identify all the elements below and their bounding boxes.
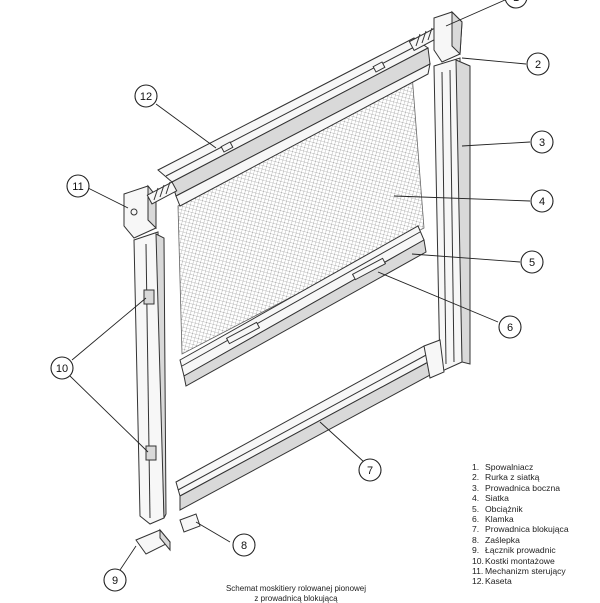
callout-5-number: 5 (529, 257, 535, 269)
callout-7: 7 (359, 459, 381, 481)
callout-7-number: 7 (367, 465, 373, 477)
callout-4: 4 (531, 190, 553, 212)
legend-item-label: Prowadnica boczna (485, 483, 560, 493)
legend-item-label: Zaślepka (485, 535, 520, 545)
legend-item-label: Kaseta (485, 576, 512, 586)
caption-line-1: Schemat moskitiery rolowanej pionowej (196, 584, 396, 594)
legend-item: 7.Prowadnica blokująca (472, 524, 600, 534)
legend-item: 4.Siatka (472, 493, 600, 503)
legend-item-label: Rurka z siatką (485, 472, 539, 482)
legend-item: 12.Kaseta (472, 576, 600, 586)
right-end-cap (434, 12, 462, 62)
callout-6: 6 (499, 316, 521, 338)
legend-item: 11.Mechanizm sterujący (472, 566, 600, 576)
legend-item: 1.Spowalniacz (472, 462, 600, 472)
callout-11: 11 (67, 175, 89, 197)
legend-item: 2.Rurka z siatką (472, 472, 600, 482)
legend-item-label: Prowadnica blokująca (485, 524, 569, 534)
guide-connector (136, 530, 170, 554)
legend-item-label: Klamka (485, 514, 514, 524)
control-mechanism (124, 182, 177, 238)
callout-11-number: 11 (72, 181, 83, 193)
callout-6-number: 6 (507, 322, 513, 334)
legend-item: 5.Obciążnik (472, 504, 600, 514)
legend-item: 8.Zaślepka (472, 535, 600, 545)
legend-item-label: Siatka (485, 493, 509, 503)
callout-3-number: 3 (539, 137, 545, 149)
diagram-caption: Schemat moskitiery rolowanej pionowej z … (196, 584, 396, 603)
legend-item-label: Kostki montażowe (485, 556, 555, 566)
legend-item: 10.Kostki montażowe (472, 556, 600, 566)
callout-9-number: 9 (112, 575, 118, 587)
left-side-guide (134, 232, 166, 524)
callout-12-number: 12 (140, 91, 152, 103)
legend-item-label: Obciążnik (485, 504, 523, 514)
right-side-guide (434, 58, 470, 372)
callout-8-number: 8 (241, 540, 247, 552)
callout-12: 12 (135, 85, 157, 107)
callout-1: 1 (505, 0, 527, 8)
legend-item: 6.Klamka (472, 514, 600, 524)
parts-legend: 1.Spowalniacz 2.Rurka z siatką 3.Prowadn… (472, 462, 600, 587)
legend-item-label: Spowalniacz (485, 462, 533, 472)
legend-item: 3.Prowadnica boczna (472, 483, 600, 493)
legend-item-label: Mechanizm sterujący (485, 566, 566, 576)
caption-line-2: z prowadnicą blokującą (196, 594, 396, 603)
legend-item-label: Łącznik prowadnic (485, 545, 556, 555)
callout-4-number: 4 (539, 196, 545, 208)
callout-10-number: 10 (56, 363, 68, 375)
legend-item: 9.Łącznik prowadnic (472, 545, 600, 555)
callout-8: 8 (233, 534, 255, 556)
callout-1-number: 1 (513, 0, 519, 4)
callout-2-number: 2 (535, 59, 541, 71)
callout-10: 10 (51, 357, 73, 379)
callout-5: 5 (521, 251, 543, 273)
callout-2: 2 (527, 53, 549, 75)
callout-3: 3 (531, 131, 553, 153)
callout-9: 9 (104, 569, 126, 591)
